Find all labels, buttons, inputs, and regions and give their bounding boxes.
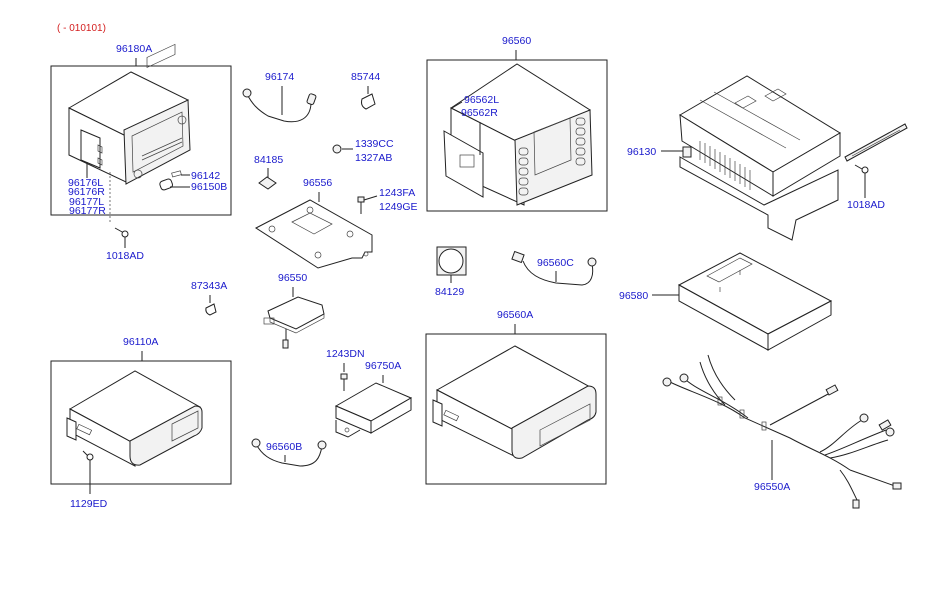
part-label-96177l[interactable]: 96177L (69, 196, 104, 208)
part-label-84185[interactable]: 84185 (254, 154, 283, 166)
group-frame (425, 333, 607, 485)
part-label-87343a[interactable]: 87343A (191, 280, 227, 292)
part-label-96560c[interactable]: 96560C (537, 257, 574, 269)
group-display-unit: 96560 96562L 96562R (426, 35, 608, 212)
part-label-96130[interactable]: 96130 (627, 146, 656, 158)
screw-icon (114, 227, 129, 238)
screw-icon (854, 164, 869, 174)
clip-85744: 85744 (351, 71, 380, 110)
part-label-1339cc[interactable]: 1339CC (355, 138, 394, 150)
label-pad-84185: 84185 (254, 154, 283, 190)
group-frame (426, 59, 608, 212)
radio-unit-illustration (67, 43, 191, 191)
amp-cover-96580: 96580 (619, 252, 833, 351)
cable-96174: 96174 (242, 71, 317, 123)
part-label-1249ge[interactable]: 1249GE (379, 201, 418, 213)
leader-line (451, 101, 463, 109)
part-label-1018ad-left[interactable]: 1018AD (106, 250, 144, 262)
cd-changer-illustration (66, 370, 203, 467)
screw-icon (82, 450, 94, 461)
part-label-96177r[interactable]: 96177R (69, 205, 106, 217)
part-label-1018ad-right[interactable]: 1018AD (847, 199, 885, 211)
part-label-96560a[interactable]: 96560A (497, 309, 533, 321)
cable-96560b: 96560B (251, 438, 327, 467)
part-label-84129[interactable]: 84129 (435, 286, 464, 298)
part-label-1327ab[interactable]: 1327AB (355, 152, 392, 164)
gps-antenna-96550: 96550 (263, 272, 325, 349)
part-label-96176r[interactable]: 96176R (68, 186, 105, 198)
part-label-96142[interactable]: 96142 (191, 170, 220, 182)
cable-96560c: 96560C (511, 250, 597, 286)
part-label-96560[interactable]: 96560 (502, 35, 531, 47)
part-label-96550[interactable]: 96550 (278, 272, 307, 284)
clip-87343a: 87343A (191, 280, 227, 316)
part-label-96150b[interactable]: 96150B (191, 181, 227, 193)
part-label-1243dn[interactable]: 1243DN (326, 348, 365, 360)
nut-group: 1339CC 1327AB (332, 138, 394, 164)
bolt-group-top: 1243FA 1249GE (357, 187, 418, 214)
group-audio-head-unit: 96180A 96142 96150B 96176L 96176R 96177L… (50, 43, 232, 262)
bolt-icon (357, 196, 365, 214)
module-96750a: 96750A (334, 360, 413, 438)
display-unit-illustration (443, 63, 593, 206)
disc-label-84129: 84129 (435, 246, 467, 298)
part-label-96560b[interactable]: 96560B (266, 441, 302, 453)
group-frame (50, 360, 232, 485)
heatsink-fins (699, 141, 751, 190)
group-amplifier: 96130 1018AD (627, 75, 908, 241)
wiring-harness-96550a: 96550A (662, 354, 902, 509)
part-label-1129ed[interactable]: 1129ED (70, 498, 108, 510)
part-label-96562l[interactable]: 96562L (464, 94, 499, 106)
part-label-96562r[interactable]: 96562R (461, 107, 498, 119)
part-label-1243fa[interactable]: 1243FA (379, 187, 415, 199)
group-cd-changer: 96110A 1129ED (50, 336, 232, 510)
part-label-96750a[interactable]: 96750A (365, 360, 401, 372)
nut-icon (332, 144, 342, 154)
bolt-1243dn: 1243DN (326, 348, 365, 391)
amplifier-illustration (679, 75, 841, 241)
group-navigation-unit: 96560A (425, 309, 607, 485)
part-label-85744[interactable]: 85744 (351, 71, 380, 83)
part-label-96550a[interactable]: 96550A (754, 481, 790, 493)
mounting-plate-96556: 96556 (255, 177, 373, 269)
group-frame (50, 65, 232, 216)
mounting-strip (844, 123, 908, 162)
part-label-96110a[interactable]: 96110A (123, 336, 158, 348)
applicability-note: ( - 010101) (57, 23, 106, 34)
part-label-96556[interactable]: 96556 (303, 177, 332, 189)
part-label-96176l[interactable]: 96176L (68, 177, 103, 189)
part-label-96174[interactable]: 96174 (265, 71, 294, 83)
leader-line (363, 195, 378, 201)
navigation-unit-illustration (432, 345, 597, 459)
part-label-96180a[interactable]: 96180A (116, 43, 152, 55)
part-label-96580[interactable]: 96580 (619, 290, 648, 302)
